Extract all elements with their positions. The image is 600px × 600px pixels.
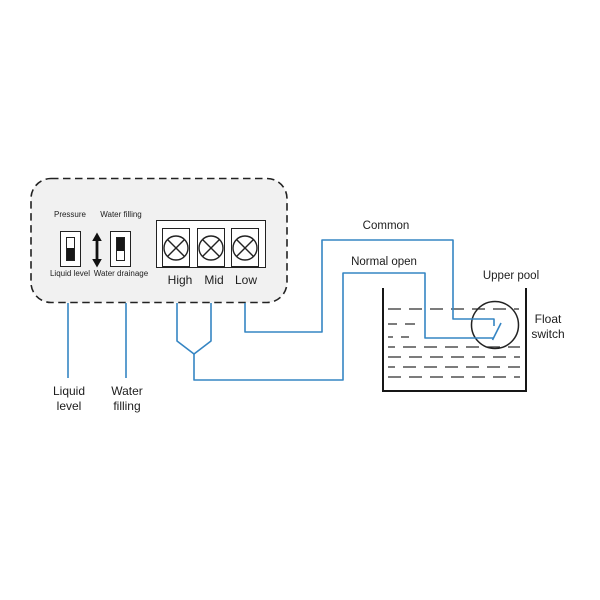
float-switch-lever — [491, 322, 502, 341]
terminal-screw-icon — [232, 234, 258, 261]
water-drainage-mode-label: Water drainage — [93, 269, 149, 278]
liquid-level-mode-label: Liquid level — [49, 269, 91, 278]
normal-open-wire — [193, 272, 494, 381]
pressure-mode-label: Pressure — [53, 210, 86, 219]
normal-open-wire-label: Normal open — [351, 256, 417, 268]
terminal-label-mid: Mid — [204, 273, 224, 287]
up-down-arrow-icon — [92, 232, 102, 268]
terminal-block — [156, 220, 266, 268]
upper-pool-tank — [382, 288, 527, 392]
liquid-level-sensor-label: Liquid level — [52, 384, 86, 413]
terminal-low[interactable] — [231, 228, 259, 267]
direction-switch-knob — [115, 236, 125, 261]
high-terminal-wire — [176, 303, 195, 355]
mode-slide-switch[interactable] — [60, 231, 81, 267]
terminal-high[interactable] — [162, 228, 190, 267]
direction-slide-switch[interactable] — [110, 231, 131, 267]
terminal-label-low: Low — [234, 273, 257, 287]
mode-switch-knob — [65, 236, 75, 261]
common-wire — [244, 239, 495, 333]
wires — [67, 239, 502, 381]
mid-terminal-wire — [193, 303, 212, 355]
water-filling-sensor-label: Water filling — [111, 384, 143, 413]
terminal-screw-icon — [163, 234, 189, 261]
float-switch-label: Float switch — [531, 312, 565, 341]
water-dashes — [388, 308, 520, 378]
upper-pool-label: Upper pool — [482, 270, 540, 282]
terminal-mid[interactable] — [197, 228, 225, 267]
terminal-screw-icon — [198, 234, 224, 261]
float-switch-symbol — [470, 300, 520, 350]
common-wire-label: Common — [362, 220, 410, 232]
water-filling-mode-label: Water filling — [100, 210, 142, 219]
terminal-label-high: High — [167, 273, 193, 287]
